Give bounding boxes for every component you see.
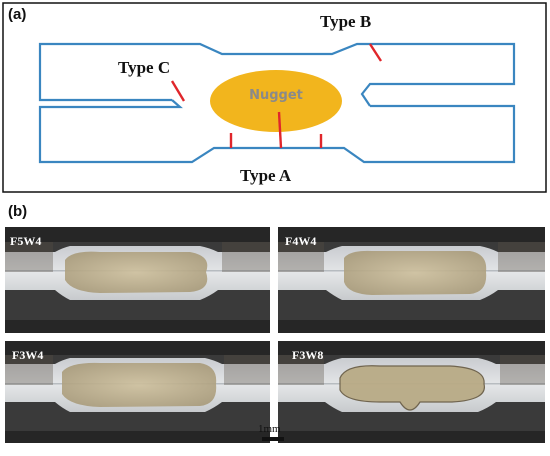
type-b-label: Type B — [320, 12, 371, 31]
crack-type-c — [170, 80, 186, 102]
type-a-label: Type A — [240, 166, 292, 185]
scale-bar-line — [262, 437, 284, 441]
top-sheet-outline — [38, 42, 516, 107]
micrograph-f3w4: F3W4 — [5, 341, 270, 443]
sample-label-f5w4: F5W4 — [10, 234, 41, 248]
micrograph-f4w4: F4W4 — [278, 227, 545, 333]
crack-type-b — [368, 43, 383, 62]
sample-label-f3w8: F3W8 — [292, 348, 323, 362]
sample-label-f3w4: F3W4 — [12, 348, 43, 362]
nugget-label: Nugget — [249, 88, 303, 103]
sample-label-f4w4: F4W4 — [285, 234, 316, 248]
crack-type-a-center — [277, 111, 283, 149]
micrograph-f5w4: F5W4 — [5, 227, 270, 333]
panel-a-label: (a) — [8, 6, 26, 23]
panel-b-label: (b) — [8, 203, 27, 220]
type-c-label: Type C — [118, 58, 170, 77]
panel-a: (a) Nugget Type C Type B Type A — [2, 2, 547, 193]
nugget — [210, 70, 342, 132]
scale-bar: 1mm — [258, 423, 284, 441]
scale-bar-label: 1mm — [258, 423, 281, 435]
bottom-sheet-outline — [38, 99, 516, 164]
micrograph-f3w8: F3W8 — [278, 341, 545, 443]
